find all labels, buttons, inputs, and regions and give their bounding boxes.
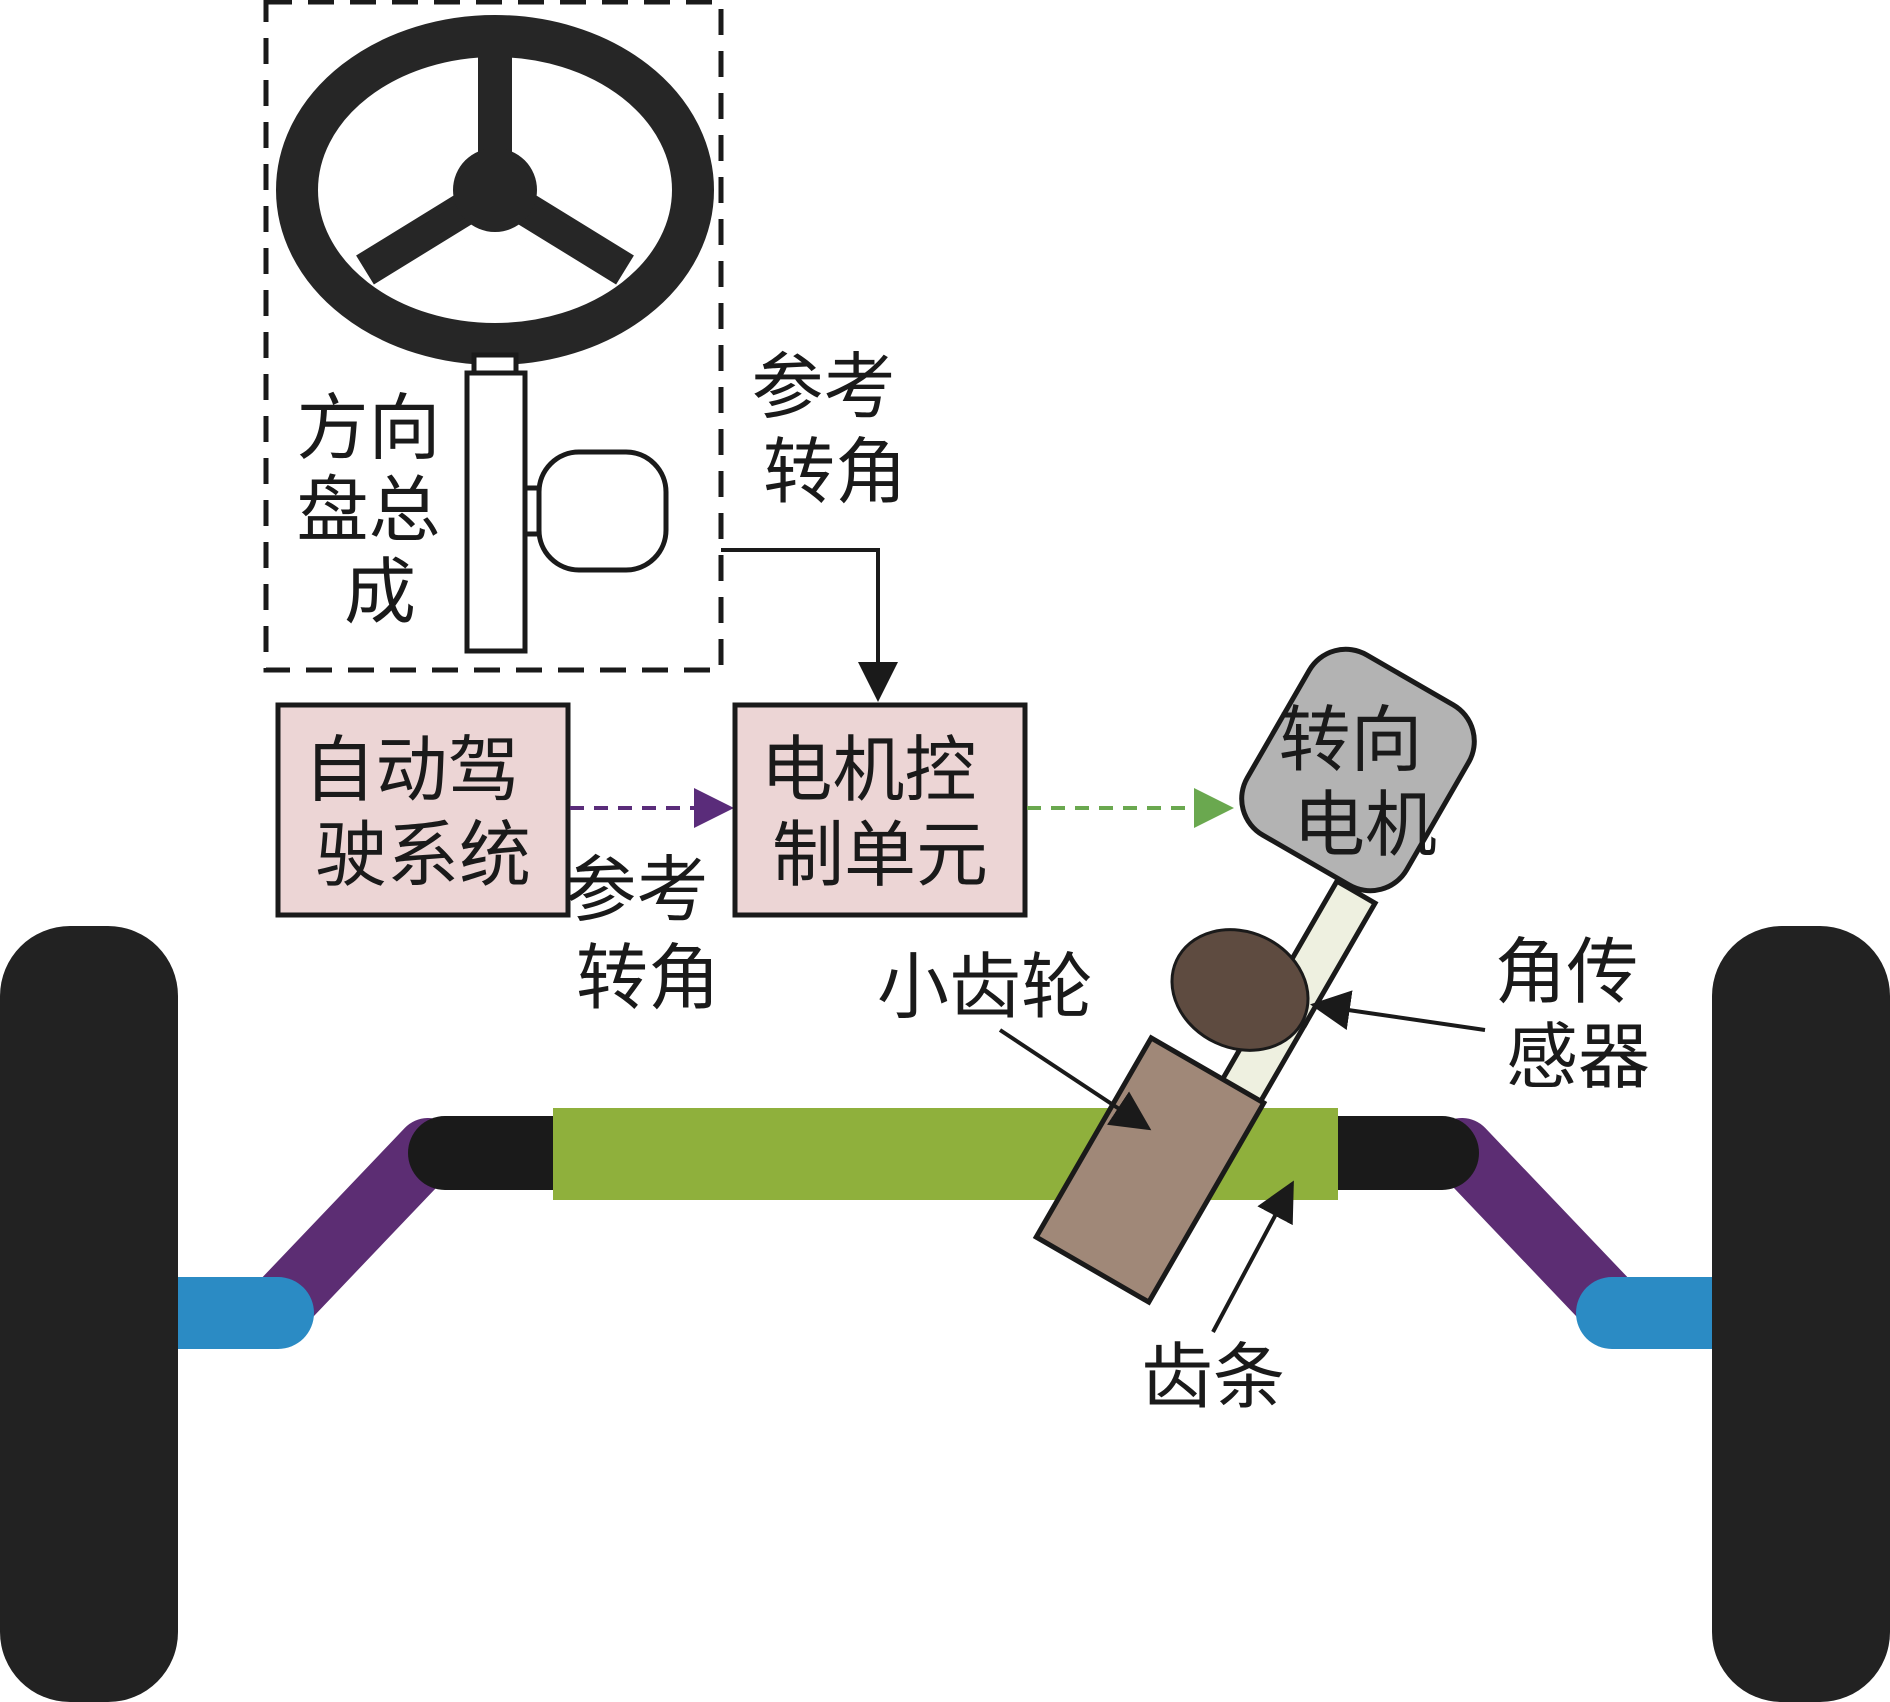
angle-sensor (1170, 928, 1310, 1052)
steering-assembly-label: 方向 盘总 成 (297, 386, 464, 634)
steering-column (464, 352, 669, 654)
angle-sensor-pointer (1310, 990, 1486, 1032)
rack-pointer (1211, 1180, 1294, 1333)
left-hub (178, 1277, 314, 1349)
left-tire (0, 926, 178, 1702)
right-hub (1576, 1277, 1712, 1349)
steering-wheel-icon (276, 15, 714, 365)
autopilot-system-box (275, 702, 571, 918)
rack-label: 齿条 (1141, 1335, 1285, 1419)
ref-angle-top-label: 参考 转角 (752, 345, 919, 514)
steering-motor-label: 转向 电机 (1279, 698, 1446, 867)
steering-motor-body (1239, 646, 1477, 894)
right-tie-rod (1430, 1118, 1637, 1332)
pinion-label: 小齿轮 (877, 945, 1093, 1029)
steering-assembly-frame (263, 0, 724, 673)
ecu-label: 电机控 制单元 (761, 728, 1000, 897)
right-tire (1712, 926, 1890, 1702)
ref-angle-top-arrow (721, 548, 898, 702)
angle-sensor-label: 角传 感器 (1495, 930, 1662, 1099)
ecu-box (732, 702, 1028, 918)
autopilot-system-label: 自动驾 驶系统 (304, 728, 543, 897)
pinion-pointer (998, 1028, 1152, 1131)
left-tie-rod (253, 1118, 460, 1332)
pinion-housing (1032, 1034, 1268, 1306)
ref-angle-mid-label: 参考 转角 (565, 848, 732, 1020)
